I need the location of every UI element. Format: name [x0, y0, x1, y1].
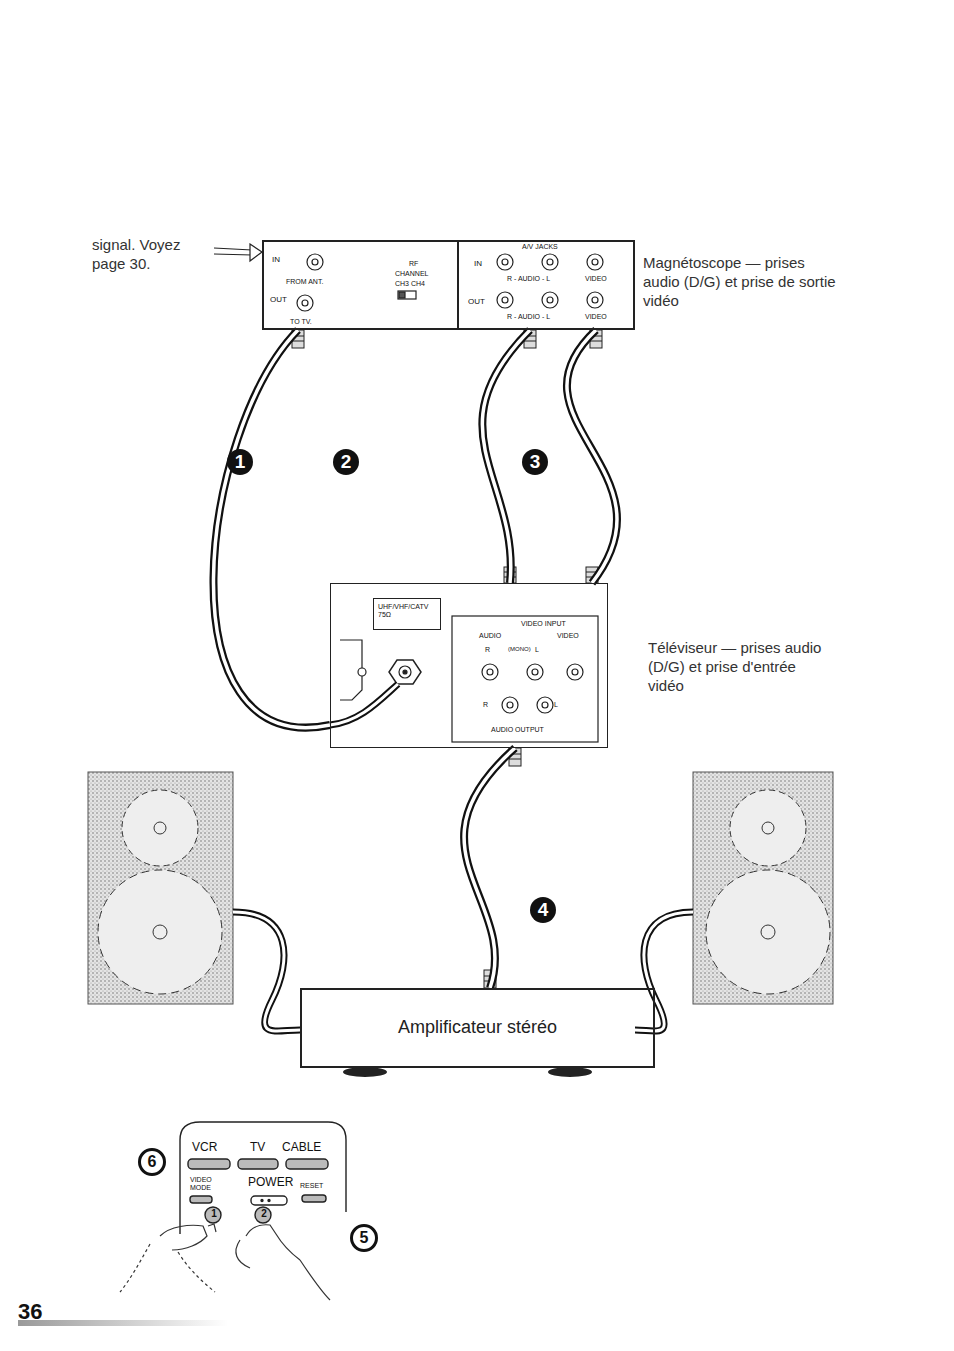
- callout-number: 4: [530, 897, 556, 923]
- label-text: TV: [250, 1141, 265, 1154]
- part-caption: Magnétoscope — prises audio (D/G) et pri…: [643, 254, 843, 310]
- amplifier-feet: [343, 1067, 592, 1077]
- cable-core: [464, 748, 515, 988]
- label-text: CHANNEL: [395, 270, 428, 278]
- cable: [213, 330, 330, 728]
- label-text: FROM ANT.: [286, 278, 323, 286]
- label-text: VIDEO: [585, 313, 607, 321]
- page-number: 36: [18, 1298, 42, 1326]
- label-text: OUT: [468, 298, 485, 307]
- label-text: VCR: [192, 1141, 217, 1154]
- label-text: L: [554, 701, 558, 709]
- label-text: 2: [259, 1208, 269, 1219]
- vcr-details: [297, 240, 603, 330]
- speaker-wires: [233, 912, 693, 1031]
- cable: [464, 748, 515, 988]
- tv-antenna-label: UHF/VHF/CATV 75Ω: [373, 598, 441, 630]
- speaker-right: [693, 772, 833, 1004]
- speaker-left: [88, 772, 233, 1004]
- label-text: VIDEO: [585, 275, 607, 283]
- label-text: IN: [272, 256, 280, 265]
- label-text: R - AUDIO - L: [507, 275, 550, 283]
- label-text: UHF/VHF/CATV 75Ω: [378, 603, 438, 618]
- cable-core: [213, 330, 330, 728]
- cable-outline: [213, 330, 330, 728]
- hands: [120, 1224, 330, 1300]
- label-text: 1: [209, 1208, 219, 1219]
- part-caption: Téléviseur — prises audio (D/G) et prise…: [648, 639, 823, 695]
- label-text: R - AUDIO - L: [507, 313, 550, 321]
- label-text: CH3 CH4: [395, 280, 425, 288]
- label-text: RESET: [300, 1182, 323, 1190]
- label-text: VIDEO: [557, 632, 579, 640]
- signal-arrow: [214, 244, 262, 261]
- remote-control-panel: VCR TV CABLE VIDEO MODE POWER RESET 1 2: [178, 1120, 350, 1234]
- label-text: RF: [409, 260, 418, 268]
- label-text: POWER: [248, 1176, 293, 1189]
- cable: [567, 330, 617, 583]
- label-text: TO TV.: [290, 318, 312, 326]
- label-text: L: [535, 646, 539, 654]
- tv-details: [330, 616, 598, 742]
- label-text: A/V JACKS: [522, 243, 558, 251]
- cable-outline: [567, 330, 617, 583]
- callout-number: 2: [333, 449, 359, 475]
- callout-number: 1: [227, 449, 253, 475]
- remote-control: [180, 1122, 346, 1234]
- tv-panel: VIDEO INPUT AUDIO VIDEO R (MONO) L R L AUDIO OUT…: [330, 583, 608, 748]
- label-text: CABLE: [282, 1141, 321, 1154]
- callout-number: 3: [522, 449, 548, 475]
- stereo-amplifier: Amplificateur stéréo: [300, 988, 655, 1068]
- label-text: Amplificateur stéréo: [302, 1018, 653, 1038]
- cable-core: [567, 330, 617, 583]
- label-text: OUT: [270, 296, 287, 305]
- label-text: AUDIO: [479, 632, 501, 640]
- label-text: IN: [474, 260, 482, 269]
- label-text: R: [485, 646, 490, 654]
- label-text: (MONO): [508, 646, 531, 653]
- vcr-panel: IN FROM ANT. OUT TO TV. RF CHANNEL CH3 CH4 A/V …: [262, 240, 635, 330]
- label-text: R: [483, 701, 488, 709]
- label-text: VIDEO INPUT: [521, 620, 566, 628]
- callout-number: 6: [138, 1148, 166, 1176]
- cable-outline: [464, 748, 515, 988]
- note-text: signal. Voyez page 30.: [92, 236, 212, 274]
- label-text: AUDIO OUTPUT: [491, 726, 544, 734]
- callout-number: 5: [350, 1224, 378, 1252]
- page-number-band: [18, 1320, 228, 1326]
- label-text: VIDEO MODE: [190, 1176, 216, 1191]
- cable-plugs: [292, 330, 602, 988]
